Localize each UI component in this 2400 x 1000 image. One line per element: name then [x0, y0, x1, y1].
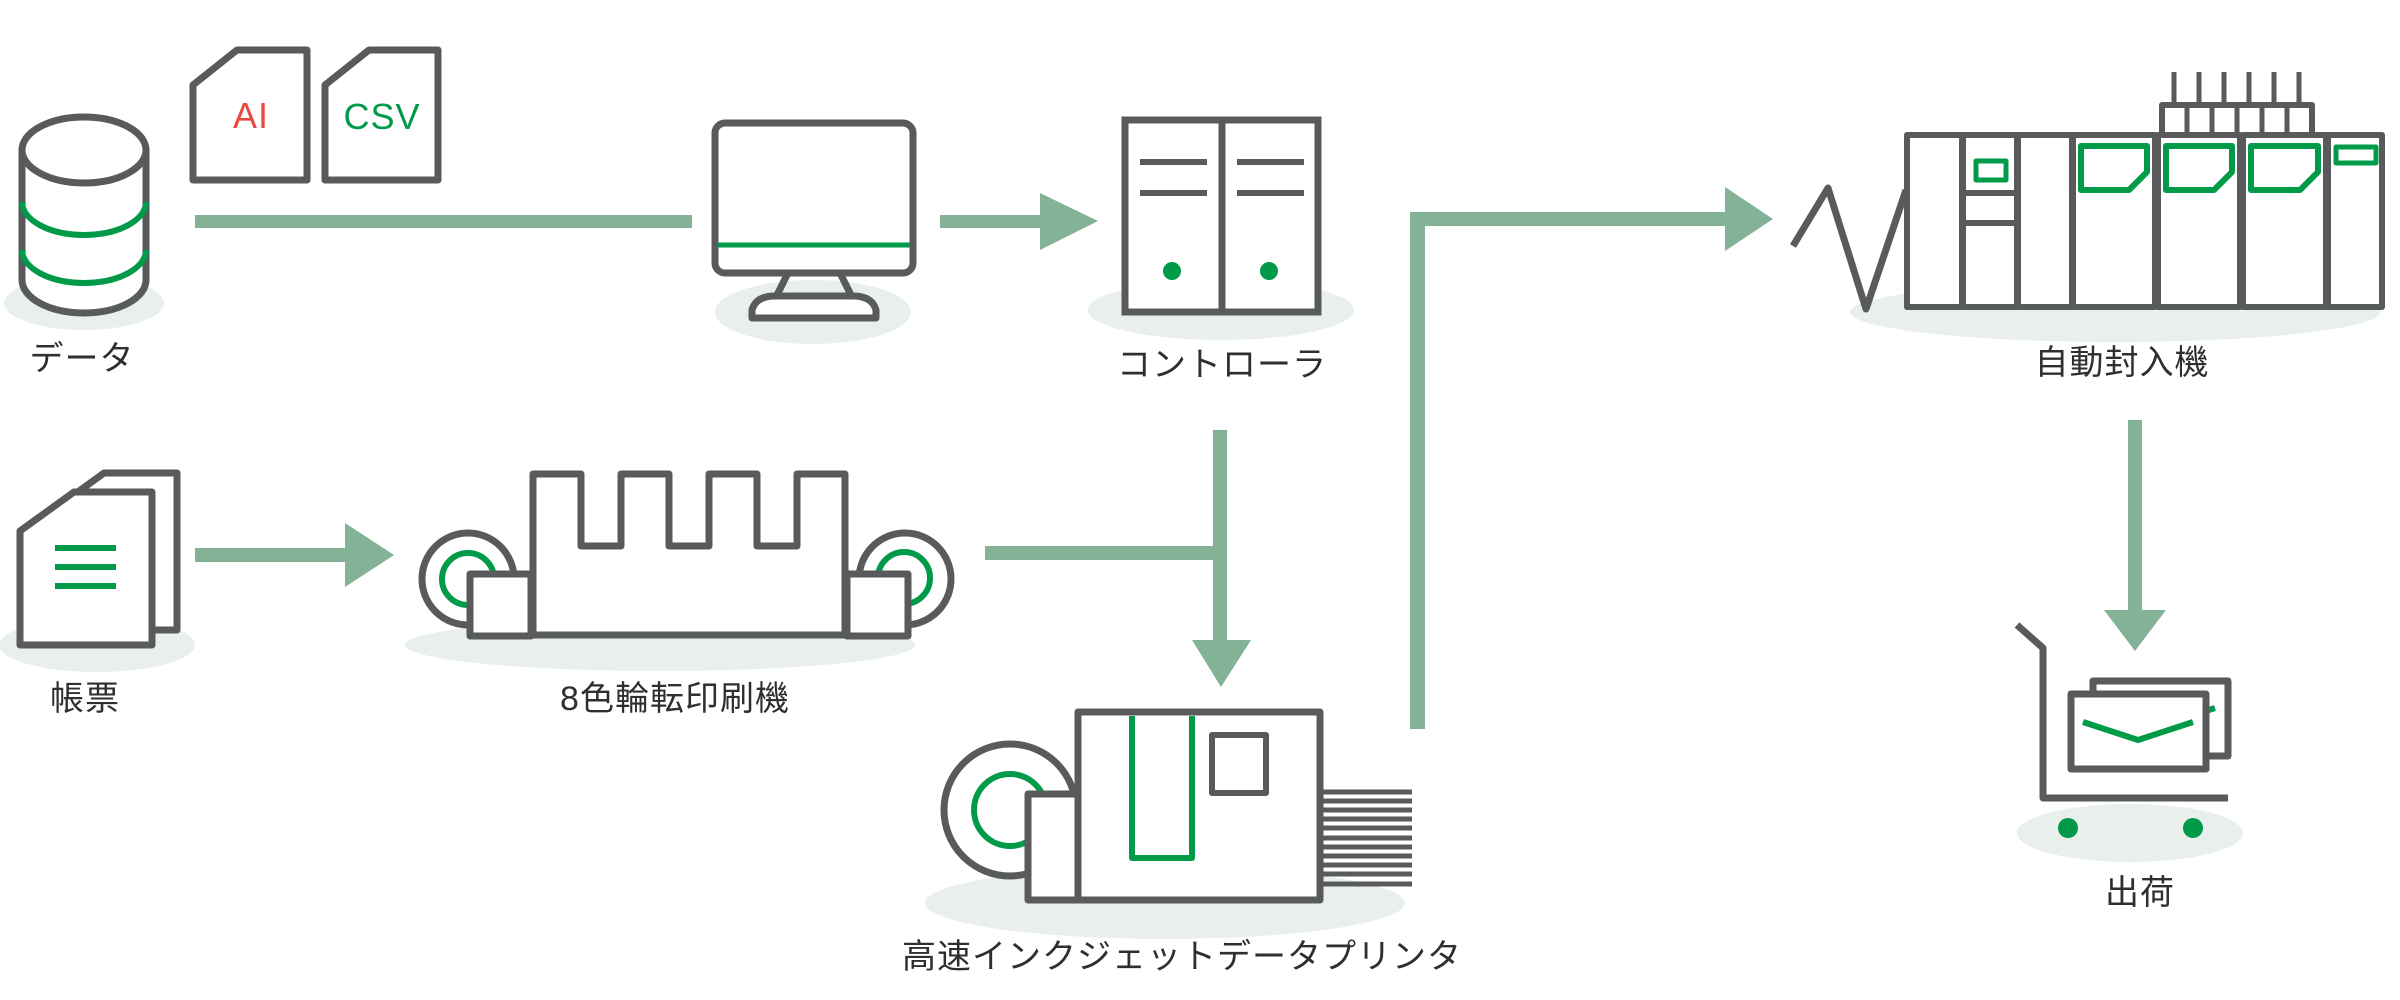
arrow-forms-to-press: [195, 523, 394, 587]
forms-icon: [16, 469, 181, 649]
file-ai-label: AI: [232, 95, 270, 136]
arrow-data-to-computer: [195, 215, 692, 228]
arrow-computer-to-controller: [940, 193, 1098, 250]
file-csv-icon: [321, 46, 442, 184]
arrow-printer-to-inserter: [1410, 187, 1773, 729]
inserter-feeder-unit: [2159, 72, 2315, 139]
controller-icon: [1121, 116, 1322, 316]
arrow-controller-and-press-to-printer: [985, 430, 1251, 687]
data-label: データ: [29, 340, 135, 378]
paper-output-stack: [1320, 789, 1412, 887]
inkjet-printer-icon: [940, 708, 1412, 904]
file-ai-icon: [189, 46, 311, 184]
inserting-machine-icon: [1790, 72, 2385, 313]
printer-label: 高速インクジェットデータプリンタ: [902, 938, 1462, 976]
forms-label: 帳票: [50, 680, 120, 718]
inserter-label: 自動封入機: [2034, 344, 2210, 382]
press-label: 8色輪転印刷機: [560, 680, 790, 718]
database-icon: [18, 113, 150, 317]
rotary-press-icon: [418, 470, 955, 640]
file-csv-label: CSV: [343, 96, 421, 137]
computer-icon: [711, 119, 917, 322]
arrow-inserter-to-shipping: [2104, 420, 2166, 651]
shipping-cart-icon: [2014, 622, 2232, 838]
flow-arrows: [195, 187, 2166, 729]
shipping-label: 出荷: [2105, 874, 2175, 912]
controller-label: コントローラ: [1117, 346, 1327, 384]
